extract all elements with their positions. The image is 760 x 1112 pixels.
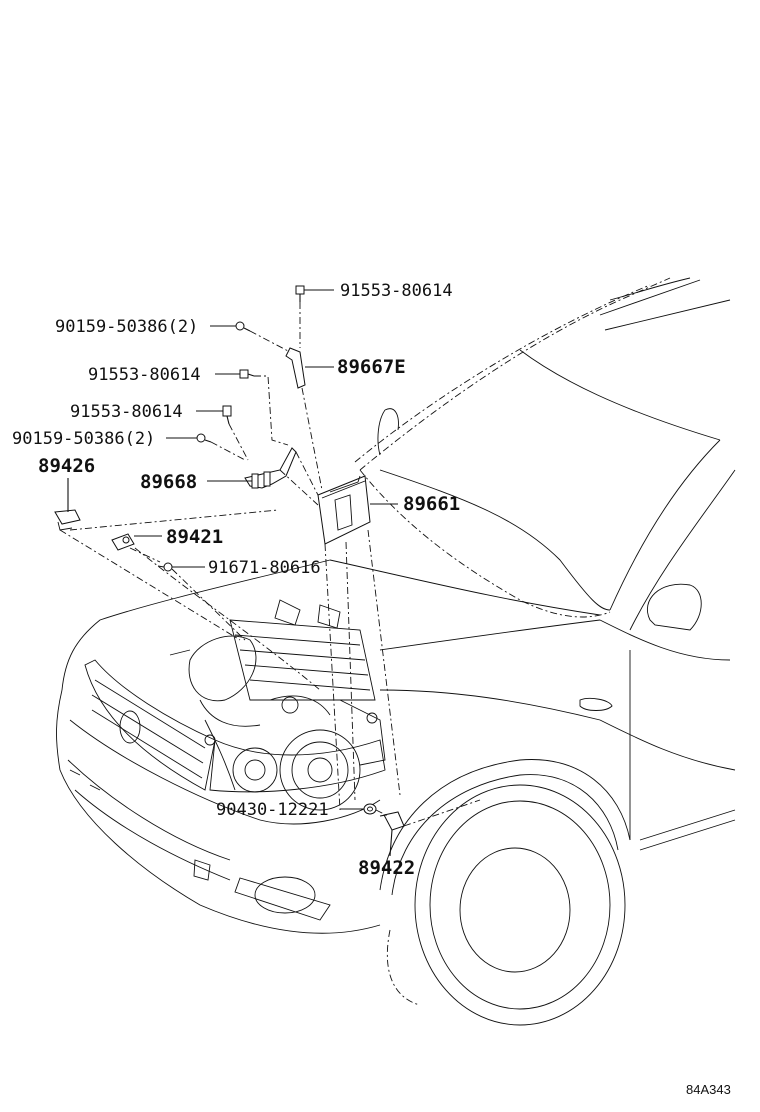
sensor-89426 [54, 509, 81, 531]
label-89421: 89421 [166, 526, 223, 548]
label-91553-mid: 91553-80614 [88, 365, 201, 385]
label-90430: 90430-12221 [216, 800, 329, 820]
label-89422: 89422 [358, 857, 415, 879]
label-91671: 91671-80616 [208, 558, 321, 578]
bolt-91553-low [222, 405, 232, 425]
label-89661: 89661 [403, 493, 460, 515]
bolt-91553-mid [239, 369, 255, 379]
screw-91671 [157, 562, 173, 572]
label-91553-top: 91553-80614 [340, 281, 453, 301]
diagram-code: 84A343 [686, 1082, 731, 1097]
label-90159-b: 90159-50386(2) [12, 429, 155, 449]
label-89667E: 89667E [337, 356, 406, 378]
screw-90159-b [196, 433, 212, 443]
assembly-lines [59, 302, 481, 827]
bracket-89667E [285, 347, 306, 389]
bolt-91553-top [295, 285, 305, 302]
sensor-89421 [111, 533, 135, 551]
ecu-89661 [317, 475, 371, 545]
label-90159-a: 90159-50386(2) [55, 317, 198, 337]
label-89668: 89668 [140, 471, 197, 493]
part-labels: 91553-80614 90159-50386(2) 89667E 91553-… [12, 281, 460, 879]
leader-lines [67, 289, 398, 857]
vehicle-outline [56, 277, 736, 1026]
engine-assembly [169, 599, 386, 811]
label-89426: 89426 [38, 455, 95, 477]
label-91553-low: 91553-80614 [70, 402, 183, 422]
screw-90159-a [235, 321, 251, 332]
nut-90430 [363, 803, 377, 815]
sensor-89422 [379, 811, 405, 831]
